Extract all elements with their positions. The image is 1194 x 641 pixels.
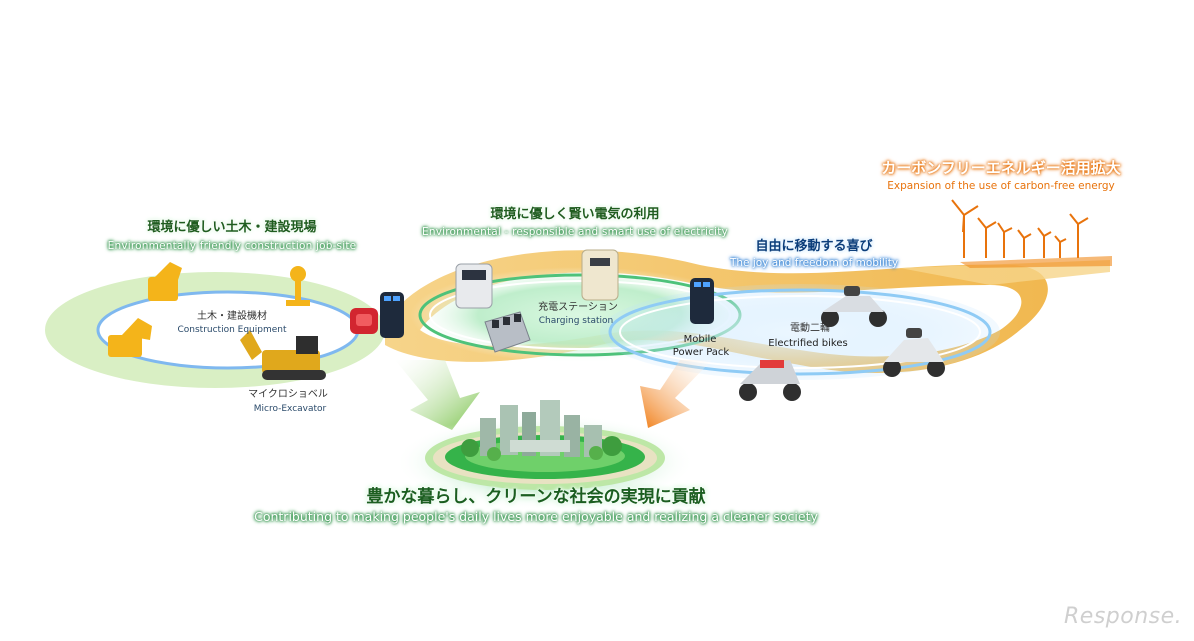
electrified-bikes-label-en: Electrified bikes [768,338,848,349]
arrow-down-icon [395,360,480,430]
charging-station-label-jp: 充電ステーション [538,302,618,313]
goal-title-en: Contributing to making people's daily li… [254,509,818,524]
mobility-title-en: The joy and freedom of mobility [729,257,899,269]
electrified-bikes-label-jp: 電動二輪 [790,323,830,334]
construction-title-en: Environmentally friendly construction jo… [107,240,357,252]
scooter-icon [739,360,801,401]
construction-title-jp: 環境に優しい土木・建設現場 [147,220,317,235]
scooter-icon [821,286,887,327]
charging-station-icon [455,249,619,309]
mobility-title-jp: 自由に移動する喜び [755,239,873,254]
electricity-title-en: Environmental - responsible and smart us… [422,226,728,238]
wind-farm-ground [960,256,1112,268]
carbon-free-title-jp: カーボンフリーエネルギー活用拡大 [881,159,1121,177]
wind-turbine-icon [951,199,1089,258]
arrow-down-icon [640,360,712,428]
micro-excavator-label-jp: マイクロショベル [248,389,328,400]
carbon-free-title-en: Expansion of the use of carbon-free ener… [887,180,1115,192]
charging-station-label-en: Charging station [538,316,614,326]
power-pack-icon [690,278,714,324]
power-pack-icon [380,292,404,338]
city-icon [395,400,695,510]
scooter-icon [883,328,945,377]
construction-equipment-label-jp: 土木・建設機材 [197,311,267,322]
electricity-title-jp: 環境に優しく賢い電気の利用 [490,207,660,222]
response-watermark: Response. [1064,604,1183,629]
micro-excavator-icon [240,330,326,380]
battery-exchanger-icon [484,311,531,353]
micro-excavator-label-en: Micro-Excavator [253,404,327,414]
goal-title-jp: 豊かな暮らし、クリーンな社会の実現に貢献 [366,487,706,507]
mobile-power-pack-label-line2: Power Pack [672,347,730,358]
generator-icon [350,308,378,334]
construction-equipment-label-en: Construction Equipment [177,325,287,335]
excavator-icon [108,262,310,357]
mobile-power-pack-label-line1: Mobile [683,334,717,345]
